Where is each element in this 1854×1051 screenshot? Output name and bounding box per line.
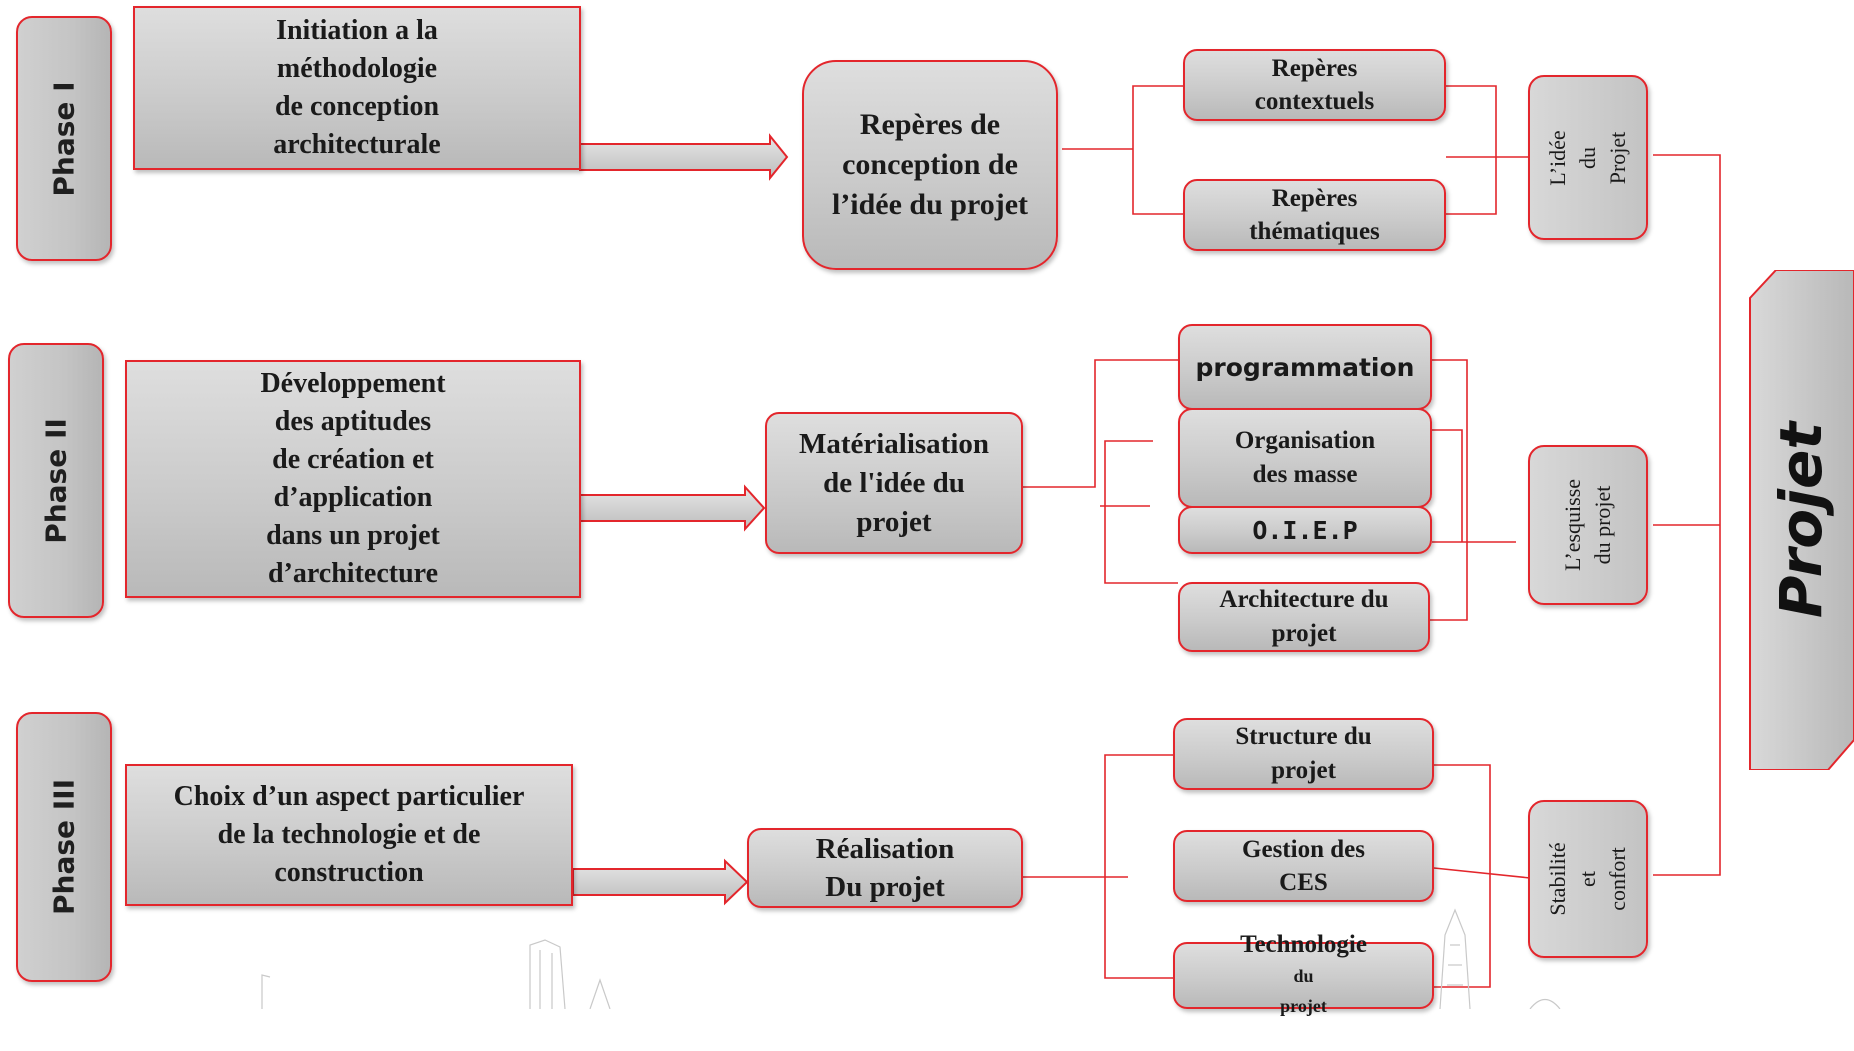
line-contextuels-out <box>1446 85 1497 215</box>
arrow-phase1 <box>579 133 789 181</box>
center-box-realisation: Réalisation Du projet <box>747 828 1023 908</box>
arrow-phase2 <box>579 484 766 532</box>
box-technologie: Technologie du projet <box>1173 931 1434 1016</box>
line-c2-to-bracket <box>1013 359 1178 488</box>
projet-box: Projet <box>1748 270 1854 770</box>
line-to-stabilite <box>1433 867 1531 879</box>
skyline-drawing <box>261 908 1561 1009</box>
line-idee-to-projet <box>1653 154 1721 876</box>
box-gestion-ces: Gestion des CES <box>1173 830 1434 902</box>
box-oiep: O.I.E.P <box>1178 506 1432 554</box>
projet-label: Projet <box>1767 421 1835 619</box>
side-box-idee: L’idée du Projet <box>1528 75 1648 240</box>
arrow-phase3 <box>572 858 749 906</box>
center-box-materialisation: Matérialisation de l'idée du projet <box>765 412 1023 554</box>
bracket-2 <box>1104 440 1178 584</box>
line-right-2b <box>1430 429 1463 542</box>
phase-3-label: Phase III <box>47 778 81 916</box>
technologie-label: Technologie <box>1240 931 1367 958</box>
phase-3-tab: Phase III <box>16 712 112 982</box>
box-reperes-thematiques: Repères thématiques <box>1183 179 1446 251</box>
line-right-2a <box>1430 359 1468 621</box>
phase-3-description: Choix d’un aspect particulier de la tech… <box>125 764 573 906</box>
box-architecture: Architecture du projet <box>1178 582 1430 652</box>
box-programmation: programmation <box>1178 324 1432 410</box>
phase-2-label: Phase II <box>39 417 73 544</box>
side-box-stabilite: Stabilité et confort <box>1528 800 1648 958</box>
phase-1-description: Initiation a la méthodologie de concepti… <box>133 6 581 170</box>
phase-1-tab: Phase I <box>16 16 112 261</box>
box-reperes-contextuels: Repères contextuels <box>1183 49 1446 121</box>
technologie-projet: projet <box>1280 996 1327 1016</box>
technologie-du: du <box>1293 966 1314 986</box>
phase-2-description: Développement des aptitudes de création … <box>125 360 581 598</box>
side-box-esquisse: L’esquisse du projet <box>1528 445 1648 605</box>
phase-1-label: Phase I <box>47 80 81 197</box>
box-organisation: Organisation des masse <box>1178 408 1432 508</box>
bracket-1 <box>1132 85 1183 215</box>
projet-box-shape <box>1749 270 1854 770</box>
diagram: Phase I Phase II Phase III Initiation a … <box>8 6 1854 1016</box>
box-structure: Structure du projet <box>1173 718 1434 790</box>
center-box-reperes-conception: Repères de conception de l’idée du proje… <box>802 60 1058 270</box>
phase-2-tab: Phase II <box>8 343 104 618</box>
